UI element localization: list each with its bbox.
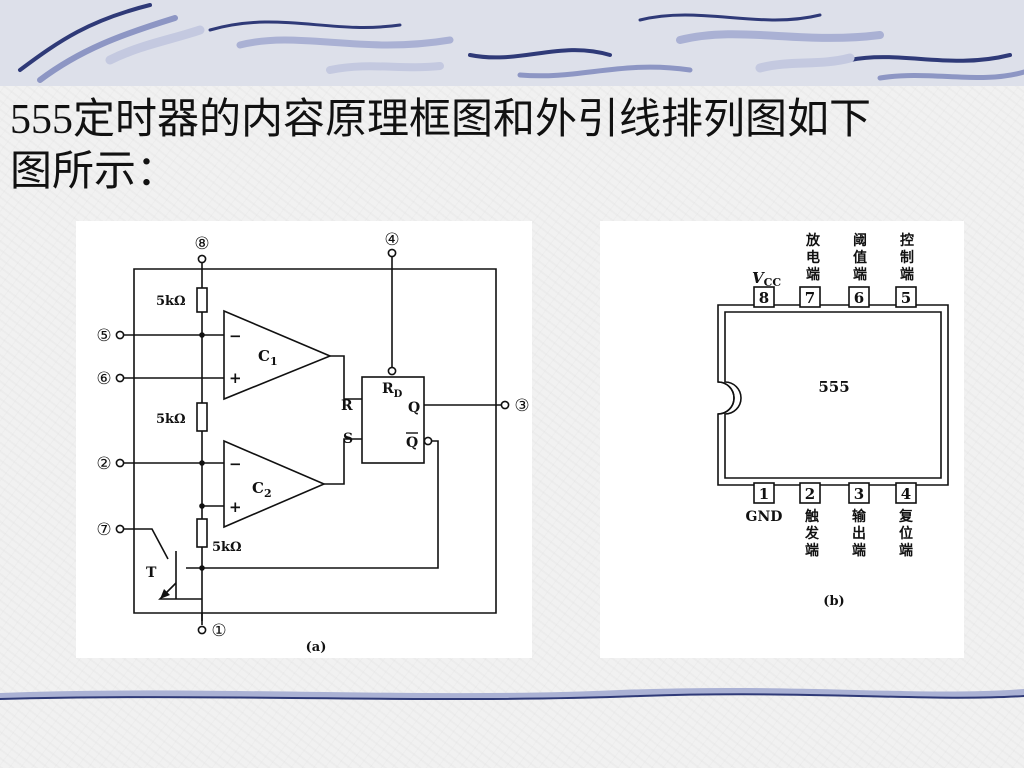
transistor-label: T xyxy=(146,565,157,581)
pin-3-box xyxy=(848,482,870,504)
pin-1-number: 1 xyxy=(759,485,769,503)
rs-flipflop xyxy=(361,376,425,464)
resistor-r1 xyxy=(196,287,208,313)
bottom-decoration xyxy=(0,687,1024,701)
pin-4-box xyxy=(895,482,917,504)
pin-4-label: ④ xyxy=(384,230,399,250)
block-diagram-panel: ⑧ ④ ⑤ ⑥ ② ⑦ ① ③ 5kΩ 5kΩ 5kΩ C1 C2 − + − … xyxy=(76,221,532,658)
pin-4-desc-1: 复 xyxy=(898,508,914,525)
c1-minus-sign: − xyxy=(229,327,242,345)
pin-5-box xyxy=(895,286,917,308)
slide-title: 555定时器的内容原理框图和外引线排列图如下 图所示： xyxy=(10,94,1000,198)
top-decoration xyxy=(0,0,1024,86)
comparator-c2 xyxy=(223,439,327,529)
pin-2-label: ② xyxy=(96,454,111,474)
resistor-r2 xyxy=(196,402,208,432)
pin-7-desc-1: 放 xyxy=(805,232,821,249)
pin-2-desc-2: 发 xyxy=(804,525,820,542)
pin-7-label: ⑦ xyxy=(96,520,111,540)
resistor-r3 xyxy=(196,518,208,548)
caption-b: (b) xyxy=(823,594,844,609)
pin-7-desc-3: 端 xyxy=(806,266,820,283)
chip-notch xyxy=(717,381,735,415)
pinout-panel: 8 7 6 5 1 2 3 4 555 VCC GND 放 电 端 阈 值 端 … xyxy=(600,221,964,658)
pin-2-box xyxy=(799,482,821,504)
transistor-emitter-arrow xyxy=(160,589,170,599)
resistor-r1-label: 5kΩ xyxy=(156,294,186,309)
c2-plus-sign: + xyxy=(229,498,242,516)
pin-4-desc-3: 端 xyxy=(899,542,913,559)
chip-outline xyxy=(133,268,497,614)
pin-6-desc-1: 阈 xyxy=(853,232,867,249)
ff-q-label: Q xyxy=(408,400,420,416)
pin-6-label: ⑥ xyxy=(96,369,111,389)
pin-7-desc-2: 电 xyxy=(806,249,820,266)
c2-minus-sign: − xyxy=(229,455,242,473)
vcc-label: VCC xyxy=(752,269,781,289)
pin-5-label: ⑤ xyxy=(96,326,111,346)
resistor-r2-label: 5kΩ xyxy=(156,412,186,427)
pin-4-number: 4 xyxy=(901,485,911,503)
ff-rd-label: RD xyxy=(382,381,403,400)
pin-5-number: 5 xyxy=(901,289,911,307)
pin-1-label: ① xyxy=(211,621,226,641)
pin-7-box xyxy=(799,286,821,308)
pin-6-desc-2: 值 xyxy=(853,249,867,266)
pin-8-label: ⑧ xyxy=(194,234,209,254)
pin-8-box xyxy=(753,286,775,308)
ff-r-label: R xyxy=(341,398,353,414)
comparator-c1-label: C1 xyxy=(258,347,278,368)
pin-2-number: 2 xyxy=(805,485,815,503)
pin-3-label: ③ xyxy=(514,396,529,416)
pin-3-number: 3 xyxy=(854,485,864,503)
pin-4-desc-2: 位 xyxy=(899,525,913,542)
chip-body-inner xyxy=(724,311,942,479)
pin-2-desc-1: 触 xyxy=(804,508,819,525)
pin-3-desc-3: 端 xyxy=(852,542,866,559)
pin-3-desc-1: 输 xyxy=(852,508,867,525)
pin-8-number: 8 xyxy=(759,289,769,307)
gnd-label: GND xyxy=(746,509,783,525)
pin-5-desc-2: 制 xyxy=(900,249,914,266)
comparator-c1 xyxy=(223,309,333,401)
chip-label: 555 xyxy=(818,378,849,396)
pin-5-desc-1: 控 xyxy=(900,232,914,249)
c1-plus-sign: + xyxy=(229,369,242,387)
pin-6-number: 6 xyxy=(854,289,864,307)
pin-7-number: 7 xyxy=(805,289,815,307)
pin-2-desc-3: 端 xyxy=(805,542,819,559)
ff-qbar-label: Q xyxy=(406,435,418,451)
caption-a: (a) xyxy=(306,640,327,655)
pin-1-box xyxy=(753,482,775,504)
pin-6-box xyxy=(848,286,870,308)
comparator-c2-label: C2 xyxy=(252,479,272,500)
block-diagram-svg: ⑧ ④ ⑤ ⑥ ② ⑦ ① ③ 5kΩ 5kΩ 5kΩ C1 C2 − + − … xyxy=(96,230,529,655)
resistor-r3-label: 5kΩ xyxy=(212,540,242,555)
title-line-2: 图所示： xyxy=(10,149,179,195)
pin-3-desc-2: 出 xyxy=(852,525,866,542)
title-line-1: 555定时器的内容原理框图和外引线排列图如下 xyxy=(10,97,872,143)
pinout-svg: 8 7 6 5 1 2 3 4 555 VCC GND 放 电 端 阈 值 端 … xyxy=(717,232,949,609)
pin-5-desc-3: 端 xyxy=(900,266,914,283)
ff-s-label: S xyxy=(343,431,353,447)
pin-6-desc-3: 端 xyxy=(853,266,867,283)
